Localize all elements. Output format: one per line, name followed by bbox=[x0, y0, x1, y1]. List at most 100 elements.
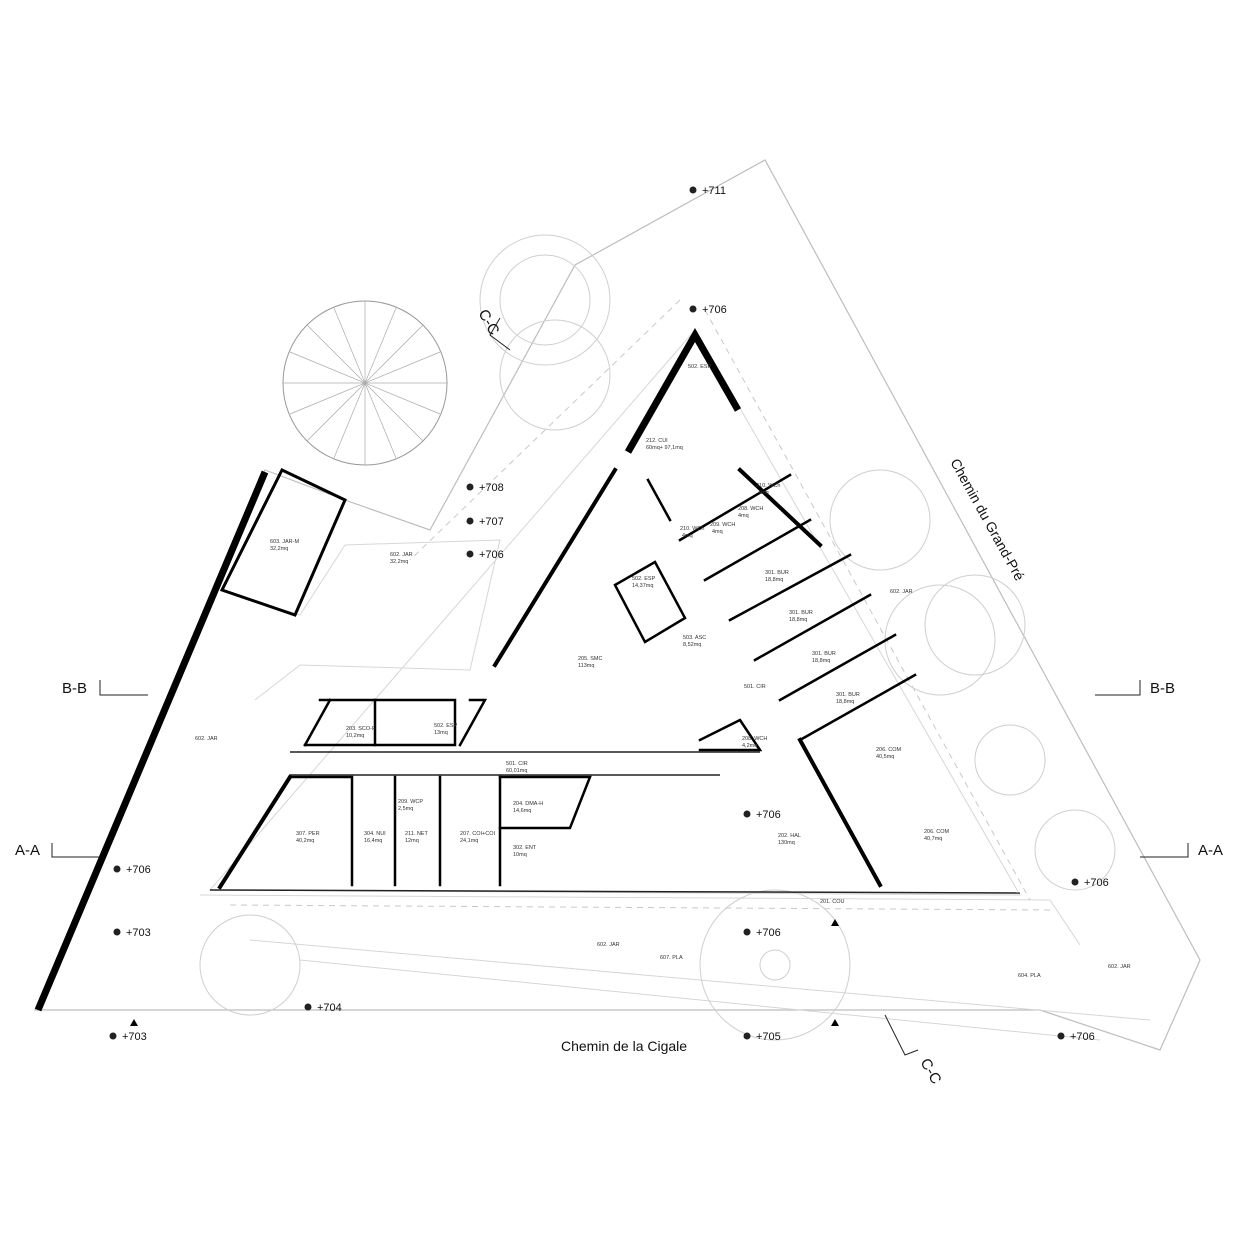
svg-text:301. BUR: 301. BUR bbox=[836, 692, 860, 698]
svg-text:602. JAR: 602. JAR bbox=[195, 736, 218, 742]
svg-text:14,6mq: 14,6mq bbox=[513, 808, 531, 814]
svg-text:203. SCO-F: 203. SCO-F bbox=[346, 726, 376, 732]
svg-text:210. WCh: 210. WCh bbox=[756, 483, 780, 489]
svg-text:+704: +704 bbox=[317, 1002, 342, 1014]
svg-text:501. CIR: 501. CIR bbox=[744, 684, 766, 690]
svg-text:32,2mq: 32,2mq bbox=[390, 559, 408, 565]
garden-path bbox=[219, 539, 501, 701]
section-aa-left: A-A bbox=[15, 842, 40, 859]
svg-text:502. ESP: 502. ESP bbox=[434, 723, 458, 729]
svg-text:+711: +711 bbox=[702, 185, 726, 197]
street-label-south: Chemin de la Cigale bbox=[561, 1038, 687, 1054]
svg-text:60mq+ 97,1mq: 60mq+ 97,1mq bbox=[646, 445, 683, 451]
svg-text:204. DMA-H: 204. DMA-H bbox=[513, 801, 543, 807]
elevation-marker: +703 bbox=[113, 927, 151, 939]
svg-text:209. WCP: 209. WCP bbox=[398, 799, 423, 805]
svg-text:602. JAR: 602. JAR bbox=[390, 552, 413, 558]
elevation-marker: +706 bbox=[743, 927, 781, 939]
svg-text:307. PER: 307. PER bbox=[296, 831, 320, 837]
room-label: 201. COU bbox=[820, 899, 844, 905]
svg-text:211. NET: 211. NET bbox=[405, 831, 428, 837]
section-aa-right: A-A bbox=[1198, 842, 1223, 859]
svg-text:+706: +706 bbox=[702, 304, 727, 316]
svg-text:502. ESP: 502. ESP bbox=[688, 364, 712, 370]
room-label: 607. PLA bbox=[660, 955, 683, 961]
svg-text:503. ASC: 503. ASC bbox=[683, 635, 706, 641]
boundary-wall bbox=[34, 470, 269, 1012]
section-bb-right: B-B bbox=[1150, 680, 1175, 697]
svg-text:206. COM: 206. COM bbox=[876, 747, 901, 753]
svg-text:604. PLA: 604. PLA bbox=[1018, 973, 1041, 979]
svg-text:+703: +703 bbox=[122, 1031, 147, 1043]
svg-text:18,8mq: 18,8mq bbox=[836, 699, 854, 705]
elevation-marker: +707 bbox=[466, 516, 504, 528]
svg-text:301. BUR: 301. BUR bbox=[789, 610, 813, 616]
svg-text:201. COU: 201. COU bbox=[820, 899, 844, 905]
building-outline bbox=[208, 329, 1021, 896]
room-label: 203. SCO-F10,2mq bbox=[346, 726, 376, 739]
room-label: 602. JAR bbox=[890, 589, 913, 595]
room-label: 501. CIR bbox=[744, 684, 766, 690]
svg-text:4mq: 4mq bbox=[682, 533, 693, 539]
svg-text:602. JAR: 602. JAR bbox=[1108, 964, 1131, 970]
svg-text:4mq: 4mq bbox=[758, 490, 769, 496]
svg-text:502. ESP: 502. ESP bbox=[632, 576, 656, 582]
svg-text:210. WCh: 210. WCh bbox=[680, 526, 704, 532]
room-label: 602. JAR bbox=[195, 736, 218, 742]
entrance-arrows bbox=[130, 919, 839, 1026]
svg-text:18,8mq: 18,8mq bbox=[789, 617, 807, 623]
svg-text:+706: +706 bbox=[756, 927, 781, 939]
elevation-marker: +706 bbox=[743, 809, 781, 821]
elevation-markers: +711 +706 +708 +707 +706 +706 +706 +706 … bbox=[109, 185, 1109, 1043]
elevation-marker: +706 bbox=[689, 304, 727, 316]
svg-text:304. NUI: 304. NUI bbox=[364, 831, 386, 837]
svg-text:24,1mq: 24,1mq bbox=[460, 838, 478, 844]
site-boundary bbox=[34, 159, 1201, 1051]
svg-text:4mq: 4mq bbox=[712, 529, 723, 535]
svg-text:+707: +707 bbox=[479, 516, 504, 528]
svg-text:602. JAR: 602. JAR bbox=[890, 589, 913, 595]
street-label-east: Chemin du Grand-Pré bbox=[947, 456, 1027, 584]
svg-text:40,2mq: 40,2mq bbox=[296, 838, 314, 844]
room-label: 604. PLA bbox=[1018, 973, 1041, 979]
svg-text:+706: +706 bbox=[126, 864, 151, 876]
elevation-marker: +711 bbox=[689, 185, 726, 197]
room-label: 602. JAR bbox=[597, 942, 620, 948]
svg-text:10,2mq: 10,2mq bbox=[346, 733, 364, 739]
svg-text:212. CUI: 212. CUI bbox=[646, 438, 668, 444]
elevation-marker: +708 bbox=[466, 482, 504, 494]
section-bb-left: B-B bbox=[62, 680, 87, 697]
svg-text:602. JAR: 602. JAR bbox=[597, 942, 620, 948]
room-label: 204. DMA-H14,6mq bbox=[513, 801, 543, 814]
svg-text:607. PLA: 607. PLA bbox=[660, 955, 683, 961]
svg-text:301. BUR: 301. BUR bbox=[765, 570, 789, 576]
svg-text:209. WCH: 209. WCH bbox=[710, 522, 735, 528]
svg-text:+706: +706 bbox=[756, 809, 781, 821]
svg-text:208. WCH: 208. WCH bbox=[742, 736, 767, 742]
elevation-marker: +704 bbox=[304, 1002, 342, 1014]
svg-text:206. COM: 206. COM bbox=[924, 829, 949, 835]
room-label: 603. JAR-M32,2mq bbox=[270, 539, 299, 552]
section-cc-top: C-C bbox=[475, 307, 503, 339]
svg-text:18,8mq: 18,8mq bbox=[765, 577, 783, 583]
svg-text:4mq: 4mq bbox=[738, 513, 749, 519]
svg-text:16,4mq: 16,4mq bbox=[364, 838, 382, 844]
svg-text:12mq: 12mq bbox=[405, 838, 419, 844]
room-label: 502. ESP bbox=[688, 364, 712, 370]
